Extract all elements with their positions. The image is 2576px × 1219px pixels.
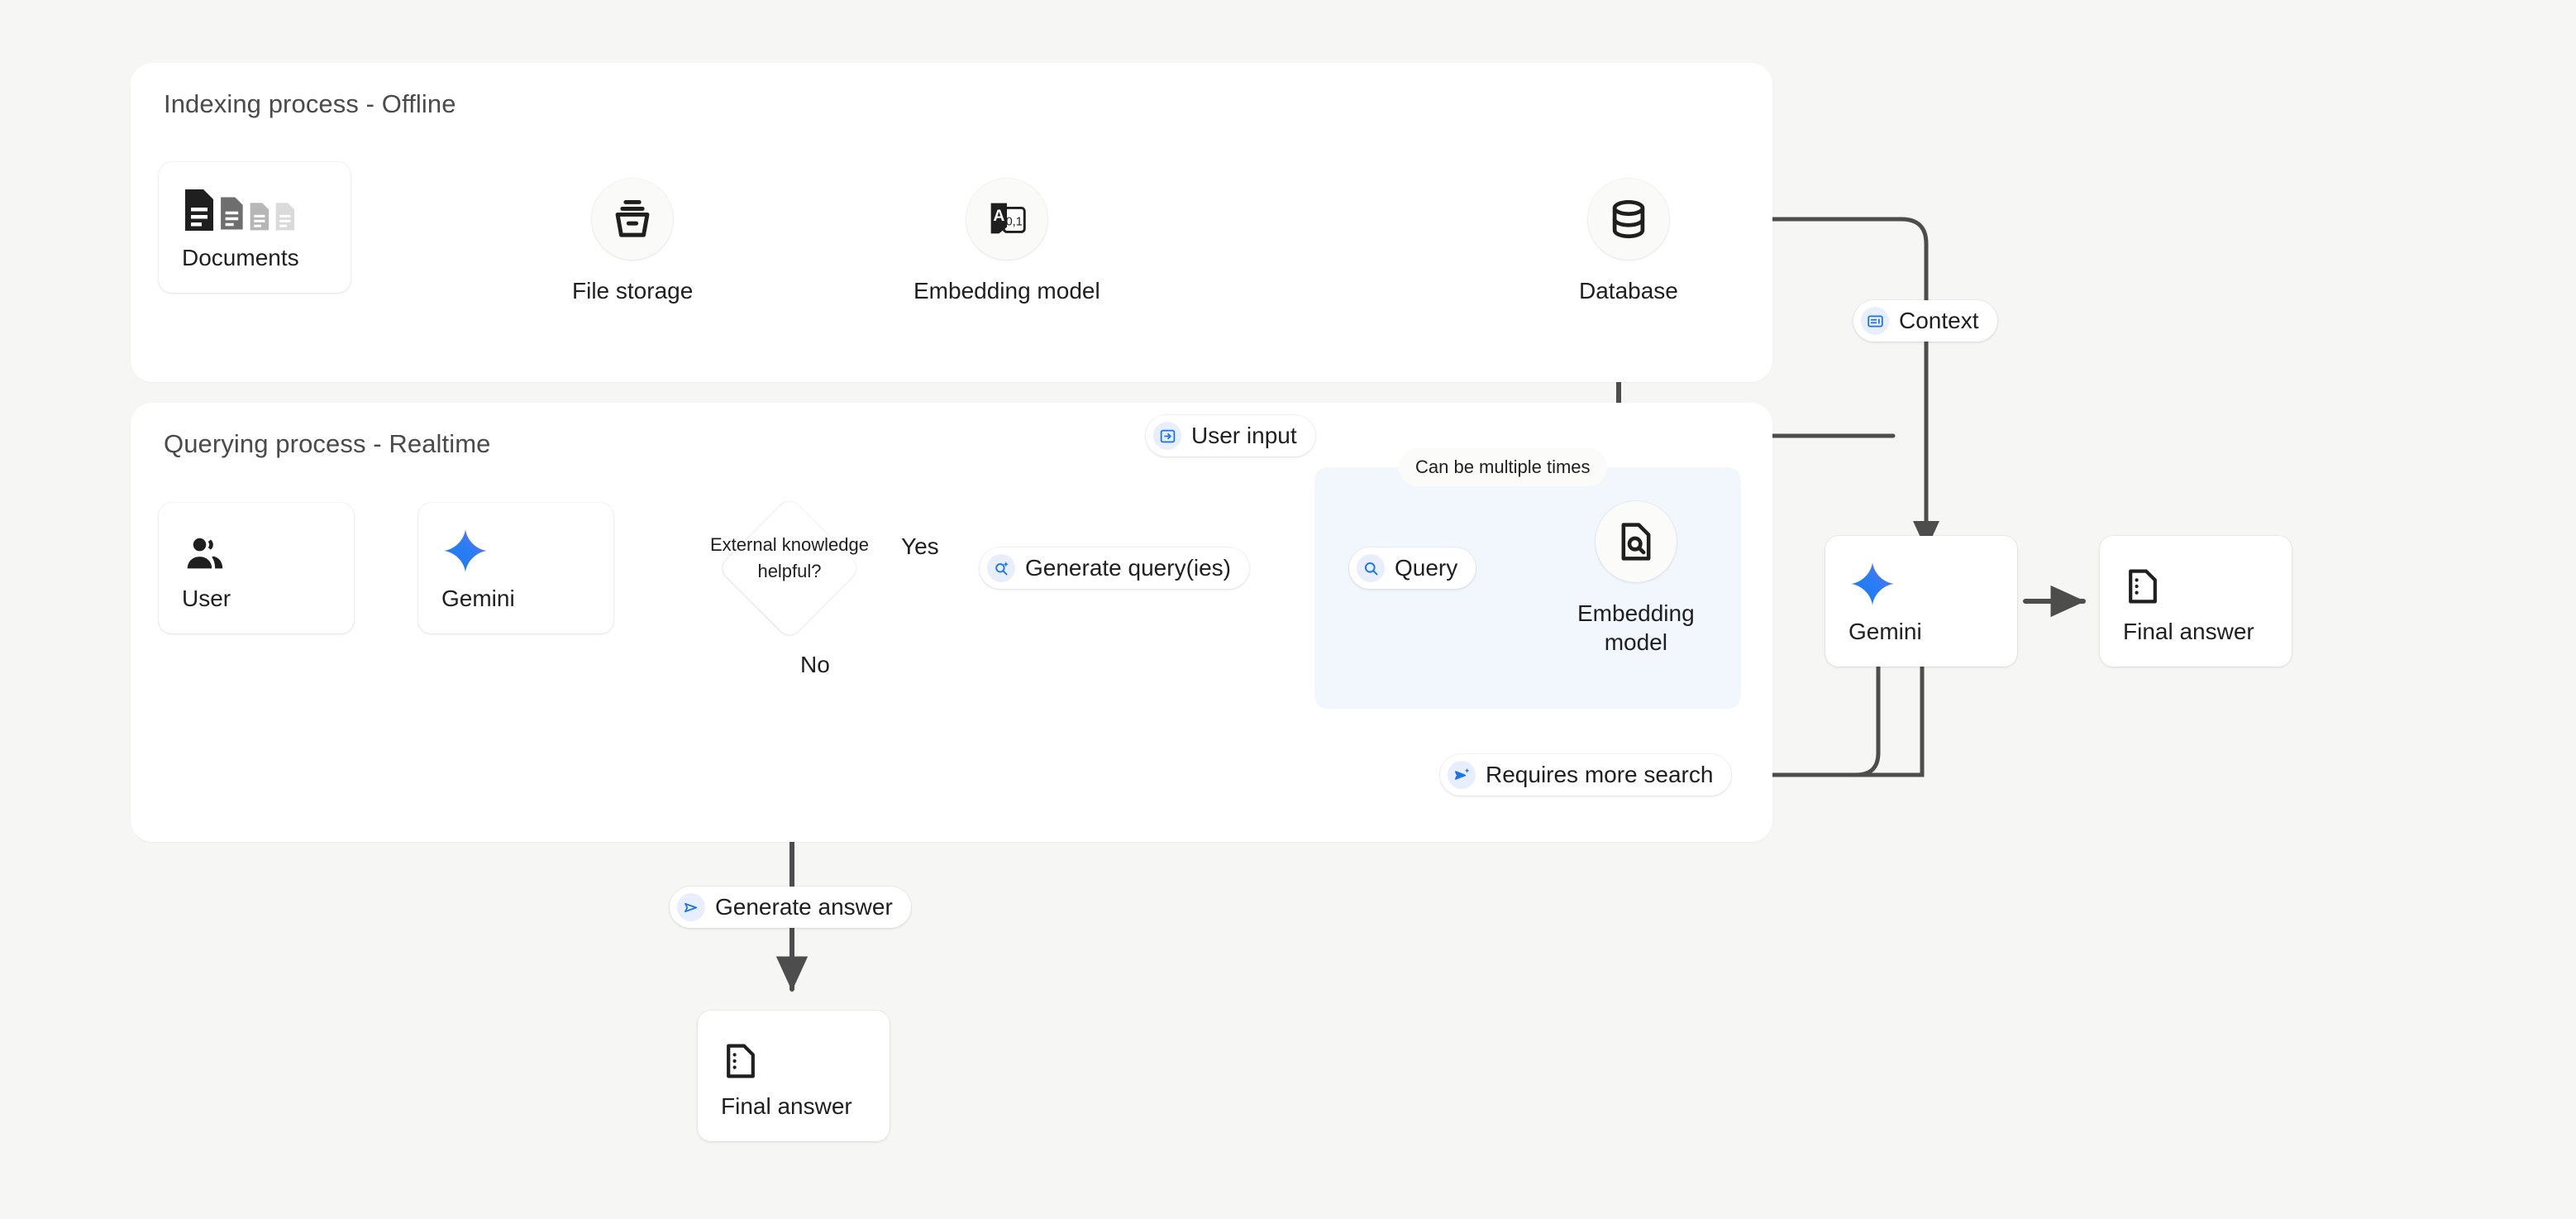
node-embedding-model-indexing[interactable]: 0,1 A Embedding model bbox=[914, 179, 1100, 305]
pill-generate-answer[interactable]: Generate answer bbox=[670, 887, 911, 928]
documents-label: Documents bbox=[182, 245, 299, 271]
answer-document-icon bbox=[721, 1031, 890, 1083]
generate-queries-label: Generate query(ies) bbox=[1025, 555, 1232, 581]
edge-label-yes: Yes bbox=[901, 533, 939, 559]
query-label: Query bbox=[1395, 555, 1458, 581]
svg-text:0,1: 0,1 bbox=[1005, 216, 1022, 229]
node-documents[interactable]: Documents bbox=[159, 162, 351, 293]
file-storage-label: File storage bbox=[572, 278, 694, 304]
gemini-right-label: Gemini bbox=[1849, 619, 1922, 645]
documents-icon bbox=[182, 183, 351, 234]
node-final-answer-bottom[interactable]: Final answer bbox=[698, 1011, 890, 1141]
edge-label-no: No bbox=[800, 652, 830, 677]
file-storage-icon bbox=[592, 179, 674, 260]
send-sparkle-icon bbox=[1448, 761, 1476, 789]
loop-note-pill: Can be multiple times bbox=[1399, 448, 1607, 486]
gemini-sparkle-icon bbox=[441, 523, 613, 575]
pill-query[interactable]: Query bbox=[1349, 547, 1476, 589]
context-card-icon bbox=[1861, 307, 1889, 335]
node-gemini-left[interactable]: Gemini bbox=[418, 503, 613, 633]
final-answer-right-label: Final answer bbox=[2123, 619, 2254, 645]
generate-answer-label: Generate answer bbox=[715, 894, 893, 920]
context-label: Context bbox=[1899, 308, 1979, 333]
panel-querying-title: Querying process - Realtime bbox=[164, 429, 491, 458]
document-search-icon bbox=[1595, 501, 1677, 582]
node-decision-external-knowledge[interactable]: External knowledge helpful? bbox=[710, 496, 869, 640]
gemini-sparkle-icon bbox=[1849, 557, 2017, 608]
loop-note-label: Can be multiple times bbox=[1415, 457, 1591, 477]
pill-user-input[interactable]: User input bbox=[1146, 415, 1315, 457]
embedding-model-indexing-label: Embedding model bbox=[914, 278, 1100, 304]
svg-text:A: A bbox=[993, 208, 1004, 225]
panel-indexing-title: Indexing process - Offline bbox=[164, 89, 456, 118]
node-database[interactable]: Database bbox=[1579, 179, 1678, 305]
decision-label: External knowledge helpful? bbox=[709, 534, 869, 581]
send-icon bbox=[677, 893, 705, 921]
pill-context[interactable]: Context bbox=[1853, 300, 1997, 342]
node-gemini-right[interactable]: Gemini bbox=[1825, 536, 2017, 667]
answer-document-icon bbox=[2123, 557, 2292, 608]
user-group-icon bbox=[182, 523, 354, 575]
gemini-left-label: Gemini bbox=[441, 586, 515, 612]
user-input-label: User input bbox=[1191, 423, 1297, 448]
pill-requires-more-search[interactable]: Requires more search bbox=[1440, 754, 1732, 796]
database-icon bbox=[1587, 179, 1669, 260]
text-to-vector-icon: 0,1 A bbox=[966, 179, 1047, 260]
node-embedding-model-query[interactable]: Embedding model bbox=[1577, 501, 1695, 657]
database-label: Database bbox=[1579, 278, 1678, 304]
user-label: User bbox=[182, 586, 231, 612]
search-icon bbox=[1357, 554, 1385, 582]
login-icon bbox=[1153, 422, 1181, 450]
node-file-storage[interactable]: File storage bbox=[572, 179, 693, 305]
panel-indexing: Indexing process - Offline bbox=[131, 63, 1772, 382]
pill-generate-queries[interactable]: Generate query(ies) bbox=[980, 547, 1250, 589]
search-sparkle-icon bbox=[987, 554, 1015, 582]
final-answer-bottom-label: Final answer bbox=[721, 1093, 852, 1120]
node-user[interactable]: User bbox=[159, 503, 354, 633]
embedding-model-query-label: Embedding model bbox=[1577, 600, 1695, 655]
node-final-answer-right[interactable]: Final answer bbox=[2100, 536, 2292, 667]
requires-more-search-label: Requires more search bbox=[1486, 762, 1714, 787]
